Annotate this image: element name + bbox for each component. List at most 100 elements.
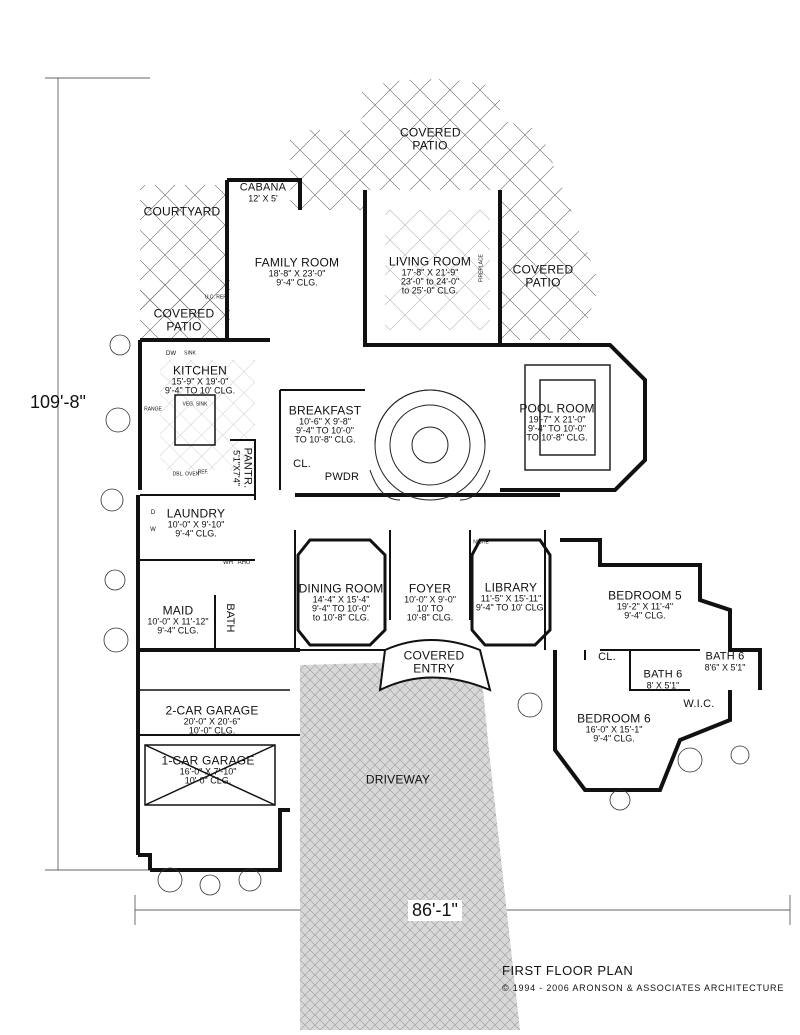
room-pool-room: POOL ROOM 19'-7" X 21'-0" 9'-4" TO 10'-0… <box>519 401 595 444</box>
room-cabana: CABANA 12' X 5' <box>240 182 286 204</box>
room-kitchen: KITCHEN 15'-9" X 19'-0" 9'-4" TO 10' CLG… <box>165 364 235 395</box>
room-ceiling: 9'-4" CLG. <box>157 625 199 636</box>
patio-hatching <box>140 79 600 1030</box>
room-covered-patio-top: COVERED PATIO <box>400 126 461 151</box>
room-name: FOYER <box>408 581 452 596</box>
room-bedroom-5: BEDROOM 5 19'-2" X 11'-4" 9'-4" CLG. <box>608 589 682 620</box>
room-ceiling: 9'-4" CLG. <box>175 528 217 539</box>
room-name: FAMILY ROOM <box>254 255 340 270</box>
room-name: BATH 6 <box>705 650 745 663</box>
room-name: KITCHEN <box>172 363 228 378</box>
kitchen-floor-pattern <box>160 360 255 470</box>
exterior-walls <box>136 178 762 872</box>
room-dims: 15'-9" X 19'-0" <box>171 375 229 386</box>
room-name: MAID <box>162 603 194 618</box>
room-ceiling: to 25'-0" CLG. <box>401 286 459 297</box>
room-family-room: FAMILY ROOM 18'-8" X 23'-0" 9'-4" CLG. <box>255 256 339 287</box>
room-one-car-garage: 1-CAR GARAGE 16'-0" X 7'-10" 10'-0" CLG. <box>161 754 254 785</box>
room-covered-patio-left: COVERED PATIO <box>149 307 219 332</box>
room-dims: 10'-6" X 9'-8" <box>299 416 351 427</box>
room-ceiling: 9'-4" TO 10'-0" <box>311 603 371 614</box>
room-name: COVERED PATIO <box>153 306 215 333</box>
label-w: W <box>150 526 156 533</box>
room-ceiling: 9'-4" CLG. <box>276 277 318 288</box>
pool-table <box>524 364 611 471</box>
room-ceiling: 9'-4" CLG. <box>593 733 635 744</box>
label-dw: DW <box>166 350 176 357</box>
driveway-paving <box>300 660 520 1030</box>
room-dims: 11'-5" X 15'-11" <box>480 592 542 603</box>
label-fireplace: FIREPLACE <box>478 254 485 282</box>
room-laundry: LAUNDRY 10'-0" X 9'-10" 9'-4" CLG. <box>167 507 226 538</box>
room-two-car-garage: 2-CAR GARAGE 20'-0" X 20'-6" 10'-0" CLG. <box>165 704 258 735</box>
room-ceiling: TO 10'-8" CLG. <box>526 433 588 444</box>
plan-title: FIRST FLOOR PLAN <box>502 963 634 978</box>
room-bath-6-mid: BATH 6 8' X 5'1" <box>643 668 683 691</box>
room-name: 2-CAR GARAGE <box>165 703 259 718</box>
label-veg-sink: VEG. SINK <box>182 401 208 408</box>
label-cl-bedroom: CL. <box>598 651 616 664</box>
label-d: D <box>150 509 156 516</box>
label-sink: SINK <box>184 350 196 357</box>
label-bath: BATH <box>223 603 236 633</box>
room-ceiling: 23'-0" to 24'-0" <box>400 276 460 287</box>
room-name: BATH 6 <box>643 668 683 681</box>
room-name: COURTYARD <box>143 204 221 219</box>
room-dims: 5'1"X7'4" <box>231 450 242 486</box>
label-range: RANGE <box>144 406 162 413</box>
room-dims: 16'-0" X 15'-1" <box>585 723 643 734</box>
label-pwdr: PWDR <box>324 471 360 484</box>
room-dining-room: DINING ROOM 14'-4" X 15'-4" 9'-4" TO 10'… <box>298 581 384 624</box>
room-dims: 20'-0" X 20'-6" <box>183 715 241 726</box>
label-uc-ref: U.C. REF. <box>204 294 228 301</box>
library-octagon <box>470 538 552 647</box>
room-ceiling: 10'-0" CLG. <box>184 775 232 786</box>
room-name: 1-CAR GARAGE <box>161 753 255 768</box>
cabana-deck-area <box>290 130 365 210</box>
label-ahu: AHU <box>237 559 251 566</box>
room-name: DRIVEWAY <box>365 772 431 787</box>
room-dims: 14'-4" X 15'-4" <box>312 594 370 605</box>
room-dims: 16'-0" X 7'-10" <box>179 765 237 776</box>
room-name: DINING ROOM <box>298 581 384 596</box>
room-name: LAUNDRY <box>166 506 226 521</box>
room-dims: 8' X 5'1" <box>646 680 680 691</box>
room-name: BEDROOM 5 <box>608 588 682 603</box>
room-name: LIVING ROOM <box>388 254 472 269</box>
room-dims: 12' X 5' <box>248 193 278 204</box>
room-dims: 19'-7" X 21'-0" <box>528 414 586 425</box>
room-name: BREAKFAST <box>288 403 362 418</box>
room-maid: MAID 10'-0" X 11'-12" 9'-4" CLG. <box>147 604 208 635</box>
label-niche: NICHE <box>473 539 489 546</box>
room-name: POOL ROOM <box>519 401 595 416</box>
label-ref: REF. <box>197 469 209 476</box>
room-library: LIBRARY 11'-5" X 15'-11" 9'-4" TO 10' CL… <box>476 581 546 612</box>
covered-patio-top-area <box>362 79 500 190</box>
staircase <box>369 389 491 501</box>
room-ceiling: 10'-8" CLG. <box>406 613 454 624</box>
room-driveway: DRIVEWAY <box>366 774 430 787</box>
overall-width-label: 86'-1" <box>408 900 462 921</box>
garage-doors <box>140 689 290 806</box>
room-foyer: FOYER 10'-0" X 9'-0" 10' TO 10'-8" CLG. <box>404 581 456 624</box>
room-name: COVERED ENTRY <box>403 648 465 675</box>
room-breakfast: BREAKFAST 10'-6" X 9'-8" 9'-4" TO 10'-0"… <box>288 403 362 446</box>
room-dims: 18'-8" X 23'-0" <box>268 267 326 278</box>
label-wic: W.I.C. <box>683 698 715 711</box>
room-covered-patio-right: COVERED PATIO <box>508 263 578 288</box>
covered-entry-arc <box>378 639 492 692</box>
room-ceiling: 9'-4" TO 10' CLG. <box>475 602 547 613</box>
room-bedroom-6: BEDROOM 6 16'-0" X 15'-1" 9'-4" CLG. <box>577 712 651 743</box>
dining-room-octagon <box>296 538 387 647</box>
room-courtyard: COURTYARD <box>144 206 221 219</box>
room-ceiling: TO 10'-8" CLG. <box>294 435 356 446</box>
covered-patio-right-area <box>500 120 600 340</box>
room-ceiling: 9'-4" TO 10'-0" <box>527 423 587 434</box>
label-dbl-oven: DBL. OVEN <box>172 471 200 478</box>
room-covered-entry: COVERED ENTRY <box>399 649 469 674</box>
overall-depth-label: 109'-8" <box>30 392 86 412</box>
room-dims: 17'-8" X 21'-9" <box>401 267 459 278</box>
room-ceiling: 9'-4" TO 10' CLG. <box>164 385 236 396</box>
